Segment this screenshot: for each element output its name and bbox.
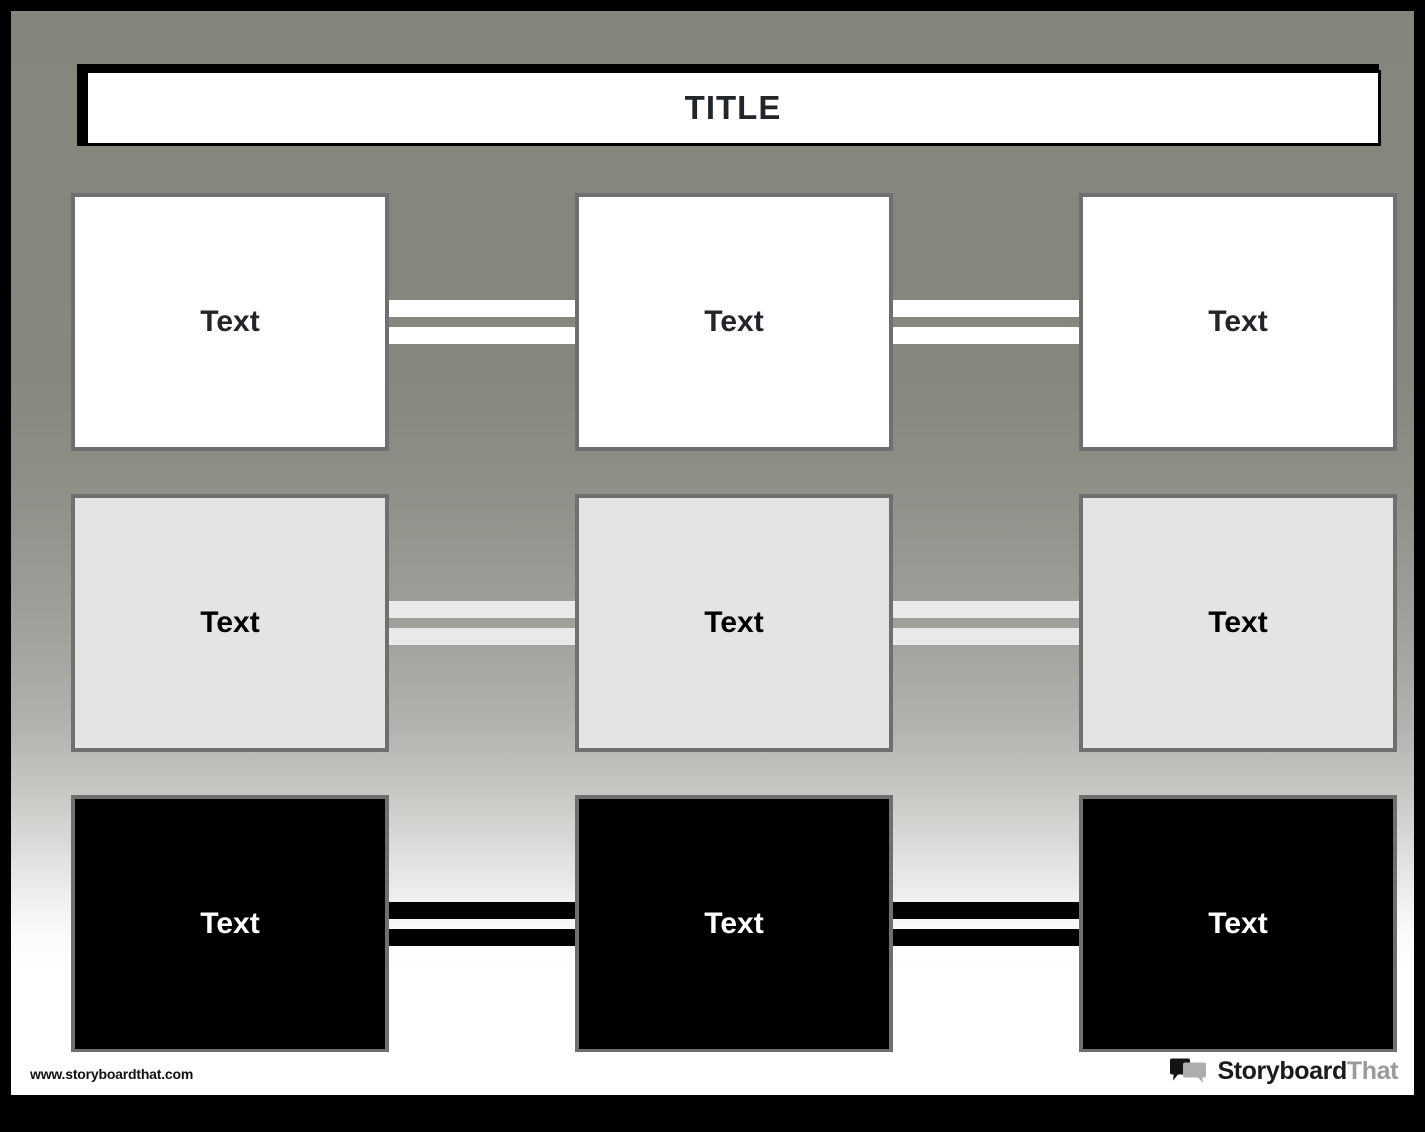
connector-line-bottom: [389, 327, 575, 344]
diagram-row-light-gray: Text Text Text: [71, 494, 1397, 752]
connector-line-bottom: [893, 327, 1079, 344]
connector-line-top: [893, 902, 1079, 919]
connector-line-top: [389, 902, 575, 919]
node-box[interactable]: Text: [575, 193, 893, 451]
logo-word-storyboard: Storyboard: [1217, 1057, 1347, 1085]
node-box[interactable]: Text: [575, 795, 893, 1053]
logo-word-that: That: [1346, 1057, 1399, 1085]
node-box[interactable]: Text: [71, 193, 389, 451]
node-box[interactable]: Text: [71, 795, 389, 1053]
node-label: Text: [1208, 907, 1268, 940]
node-label: Text: [1208, 606, 1268, 639]
diagram-row-black: Text Text Text: [71, 795, 1397, 1053]
logo-wordmark: StoryboardThat: [1217, 1057, 1398, 1086]
node-box[interactable]: Text: [1079, 795, 1397, 1053]
connector-line-bottom: [389, 628, 575, 645]
node-label: Text: [200, 907, 260, 940]
footer-website-url[interactable]: www.storyboardthat.com: [30, 1066, 194, 1082]
node-label: Text: [704, 606, 764, 639]
poster-stage: TITLE Text Text Text Te: [11, 11, 1414, 1095]
connector-double-line: [389, 300, 575, 344]
node-box[interactable]: Text: [1079, 193, 1397, 451]
diagram-row-white: Text Text Text: [71, 193, 1397, 451]
connector-line-top: [389, 300, 575, 317]
connector-line-bottom: [389, 929, 575, 946]
connector-double-line: [389, 601, 575, 645]
node-label: Text: [1208, 305, 1268, 338]
node-box[interactable]: Text: [71, 494, 389, 752]
connector-double-line: [893, 902, 1079, 946]
page-title: TITLE: [684, 89, 782, 126]
storyboardthat-logo[interactable]: StoryboardThat: [1169, 1057, 1398, 1086]
node-label: Text: [200, 305, 260, 338]
connector-line-bottom: [893, 628, 1079, 645]
connector-double-line: [893, 300, 1079, 344]
node-label: Text: [704, 305, 764, 338]
connector-line-top: [893, 300, 1079, 317]
title-box[interactable]: TITLE: [85, 70, 1381, 146]
connector-double-line: [893, 601, 1079, 645]
footer-bar: www.storyboardthat.com StoryboardThat: [11, 1052, 1414, 1095]
node-label: Text: [704, 907, 764, 940]
node-box[interactable]: Text: [1079, 494, 1397, 752]
speech-bubbles-icon: [1169, 1058, 1209, 1086]
connector-line-bottom: [893, 929, 1079, 946]
connector-double-line: [389, 902, 575, 946]
node-box[interactable]: Text: [575, 494, 893, 752]
connector-line-top: [389, 601, 575, 618]
node-label: Text: [200, 606, 260, 639]
connector-line-top: [893, 601, 1079, 618]
